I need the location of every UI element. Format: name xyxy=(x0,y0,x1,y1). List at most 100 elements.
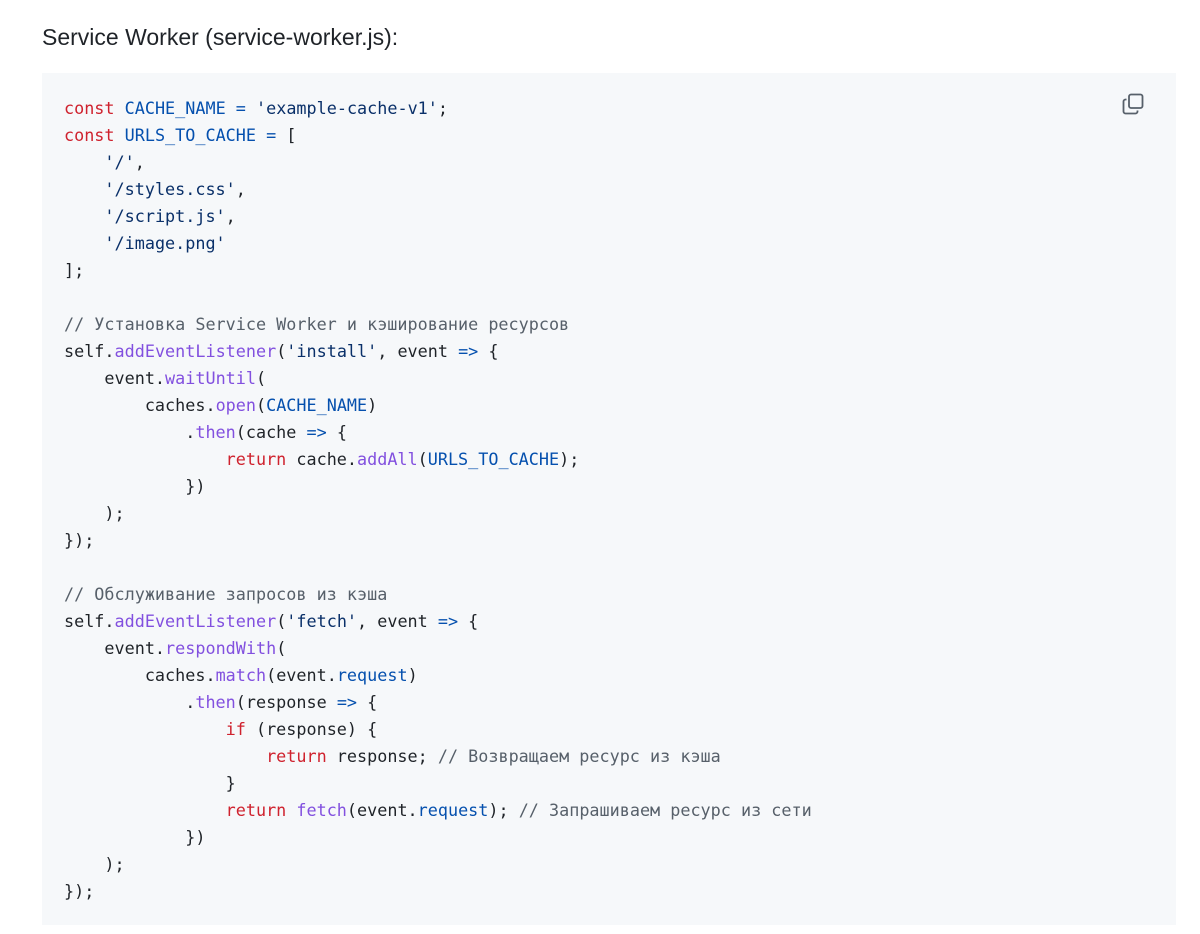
code-line: self.addEventListener('install', event =… xyxy=(64,338,812,365)
code-line: event.respondWith( xyxy=(64,635,812,662)
code-text: ); xyxy=(64,503,125,523)
section-heading: Service Worker (service-worker.js): xyxy=(42,24,399,50)
copy-code-button[interactable] xyxy=(1118,89,1148,119)
code-line: return fetch(event.request); // Запрашив… xyxy=(64,797,812,824)
code-text: { xyxy=(478,341,499,361)
code-string: 'fetch' xyxy=(286,611,358,631)
code-constant: URLS_TO_CACHE xyxy=(124,125,256,145)
code-line: }); xyxy=(64,527,812,554)
code-function: addEventListener xyxy=(114,341,277,361)
code-text xyxy=(64,746,266,766)
code-content: const CACHE_NAME = 'example-cache-v1'; co… xyxy=(64,95,812,905)
code-keyword: return xyxy=(225,800,287,820)
code-line: event.waitUntil( xyxy=(64,365,812,392)
code-line: ); xyxy=(64,851,812,878)
code-text: ]; xyxy=(64,260,85,280)
code-function: respondWith xyxy=(165,638,277,658)
code-line: // Обслуживание запросов из кэша xyxy=(64,581,812,608)
code-text: }); xyxy=(64,530,95,550)
code-function: waitUntil xyxy=(165,368,256,388)
code-string: 'example-cache-v1' xyxy=(256,98,438,118)
code-line: ); xyxy=(64,500,812,527)
code-text: ); xyxy=(559,449,580,469)
code-keyword: return xyxy=(225,449,287,469)
code-text: , xyxy=(134,152,145,172)
code-text: ( xyxy=(417,449,428,469)
code-line: const URLS_TO_CACHE = [ xyxy=(64,122,812,149)
code-operator: => xyxy=(458,341,479,361)
code-function: addEventListener xyxy=(114,611,277,631)
code-text xyxy=(226,98,236,118)
code-text: { xyxy=(326,422,347,442)
code-text: }); xyxy=(64,881,95,901)
code-text: ( xyxy=(276,638,287,658)
code-text: ( xyxy=(276,341,287,361)
code-line: self.addEventListener('fetch', event => … xyxy=(64,608,812,635)
code-text xyxy=(64,233,104,253)
code-block: const CACHE_NAME = 'example-cache-v1'; co… xyxy=(42,73,1176,925)
code-line: .then(response => { xyxy=(64,689,812,716)
code-line: // Установка Service Worker и кэшировани… xyxy=(64,311,812,338)
code-text: ) xyxy=(367,395,378,415)
code-comment: // Возвращаем ресурс из кэша xyxy=(437,746,721,766)
code-text: caches. xyxy=(64,665,216,685)
code-comment: // Запрашиваем ресурс из сети xyxy=(518,800,812,820)
code-comment: // Установка Service Worker и кэшировани… xyxy=(64,314,570,334)
code-line: '/image.png' xyxy=(64,230,812,257)
code-text: [ xyxy=(276,125,297,145)
code-keyword: if xyxy=(225,719,246,739)
code-keyword: const xyxy=(64,98,115,118)
code-text: event. xyxy=(64,638,166,658)
code-string: '/styles.css' xyxy=(104,179,236,199)
code-text: self. xyxy=(64,341,115,361)
code-constant: CACHE_NAME xyxy=(266,395,368,415)
code-text: ); xyxy=(488,800,519,820)
code-text xyxy=(286,800,296,820)
code-function: fetch xyxy=(296,800,347,820)
code-operator: = xyxy=(266,125,277,145)
code-keyword: const xyxy=(64,125,115,145)
code-text: , xyxy=(225,206,236,226)
code-text: (event. xyxy=(346,800,418,820)
code-property: request xyxy=(336,665,408,685)
code-operator: => xyxy=(306,422,327,442)
code-operator: = xyxy=(235,98,246,118)
code-text xyxy=(64,152,104,172)
code-line: return response; // Возвращаем ресурс из… xyxy=(64,743,812,770)
code-line: .then(cache => { xyxy=(64,419,812,446)
code-text: } xyxy=(64,773,236,793)
code-text xyxy=(64,800,226,820)
code-text: (event. xyxy=(266,665,337,685)
code-string: '/script.js' xyxy=(104,206,226,226)
code-text xyxy=(64,179,104,199)
code-function: then xyxy=(195,422,236,442)
code-property: request xyxy=(417,800,489,820)
code-line: if (response) { xyxy=(64,716,812,743)
code-text: event. xyxy=(64,368,166,388)
code-text: { xyxy=(458,611,479,631)
code-operator: => xyxy=(437,611,459,631)
code-text xyxy=(64,719,226,739)
code-text: }) xyxy=(64,827,206,847)
code-constant: CACHE_NAME xyxy=(124,98,226,118)
code-text: ); xyxy=(64,854,125,874)
code-text: ( xyxy=(255,368,267,388)
code-string: '/image.png' xyxy=(104,233,226,253)
code-text: ( xyxy=(276,611,287,631)
code-line: }); xyxy=(64,878,812,905)
code-text: (cache xyxy=(235,422,307,442)
code-text: self. xyxy=(64,611,115,631)
code-text: caches. xyxy=(64,395,216,415)
code-text xyxy=(256,125,266,145)
code-keyword: return xyxy=(266,746,327,766)
code-text: ; xyxy=(437,98,448,118)
code-text: response; xyxy=(326,746,438,766)
code-line: '/styles.css', xyxy=(64,176,812,203)
code-comment: // Обслуживание запросов из кэша xyxy=(64,584,388,604)
code-line xyxy=(64,554,812,581)
code-text: (response xyxy=(235,692,337,712)
code-line: ]; xyxy=(64,257,812,284)
code-function: match xyxy=(215,665,267,685)
code-line: return cache.addAll(URLS_TO_CACHE); xyxy=(64,446,812,473)
code-text: ( xyxy=(255,395,267,415)
